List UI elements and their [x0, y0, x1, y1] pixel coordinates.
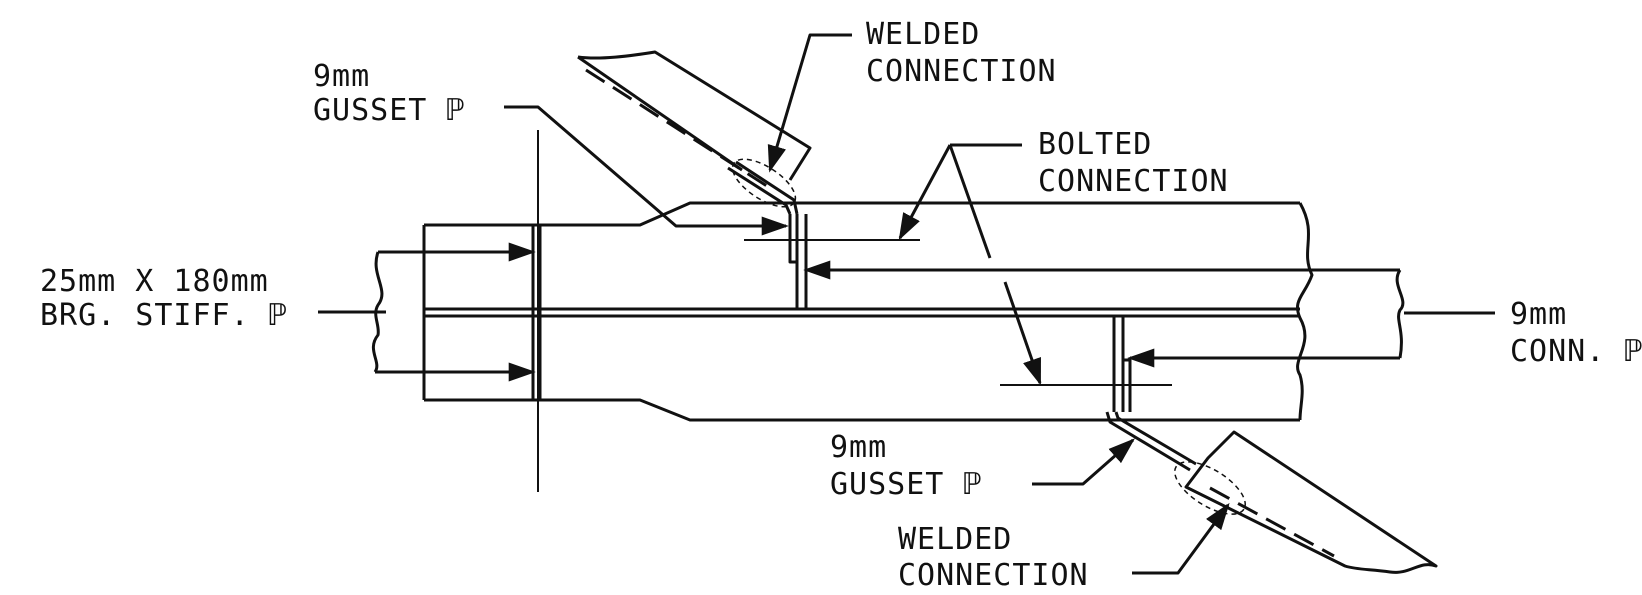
upper-connection-plate [727, 160, 808, 309]
lower-diagonal-member [1174, 430, 1438, 574]
gusset-bot-label-2: GUSSET ℙ [830, 467, 983, 502]
lower-gusset-plate [1105, 411, 1197, 472]
bolted-label-2: CONNECTION [1038, 164, 1229, 199]
gusset-bot-leader [1032, 438, 1136, 486]
welded-bot-label-2: CONNECTION [898, 558, 1089, 593]
lower-connection-plate [1105, 316, 1197, 472]
girder-break-right [1296, 202, 1314, 421]
girder-bottom-flange [424, 398, 1300, 422]
conn-label-2: CONN. ℙ [1510, 334, 1642, 369]
lower-weld-circle [1174, 461, 1246, 515]
stiffener-label-1: 25mm X 180mm [40, 264, 269, 299]
welded-top-label-2: CONNECTION [866, 54, 1057, 89]
stiffener-label-2: BRG. STIFF. ℙ [40, 298, 288, 333]
bolted-label-1: BOLTED [1038, 127, 1152, 162]
gusset-bot-label-1: 9mm [830, 430, 887, 465]
bearing-stiffener [531, 130, 542, 492]
welded-top-leader [767, 33, 852, 173]
bolted-leader-upper [898, 144, 952, 241]
bolted-leader-lower-a [948, 144, 992, 259]
gusset-top-leader [504, 105, 789, 236]
welded-bot-leader [1132, 502, 1230, 575]
conn-label-1: 9mm [1510, 297, 1567, 332]
conn-plate-bracket [1395, 269, 1405, 359]
welded-top-label-1: WELDED [866, 17, 980, 52]
upper-gusset-plate [727, 160, 799, 215]
welded-bot-label-1: WELDED [898, 522, 1012, 557]
stiffener-bracket [371, 251, 384, 373]
bolted-leader-lower-b [1003, 281, 1042, 386]
girder-top-flange [424, 201, 1300, 227]
girder [422, 201, 1314, 422]
gusset-top-label-1: 9mm [313, 59, 370, 94]
upper-diagonal-member [577, 50, 812, 208]
gusset-top-label-2: GUSSET ℙ [313, 93, 466, 128]
